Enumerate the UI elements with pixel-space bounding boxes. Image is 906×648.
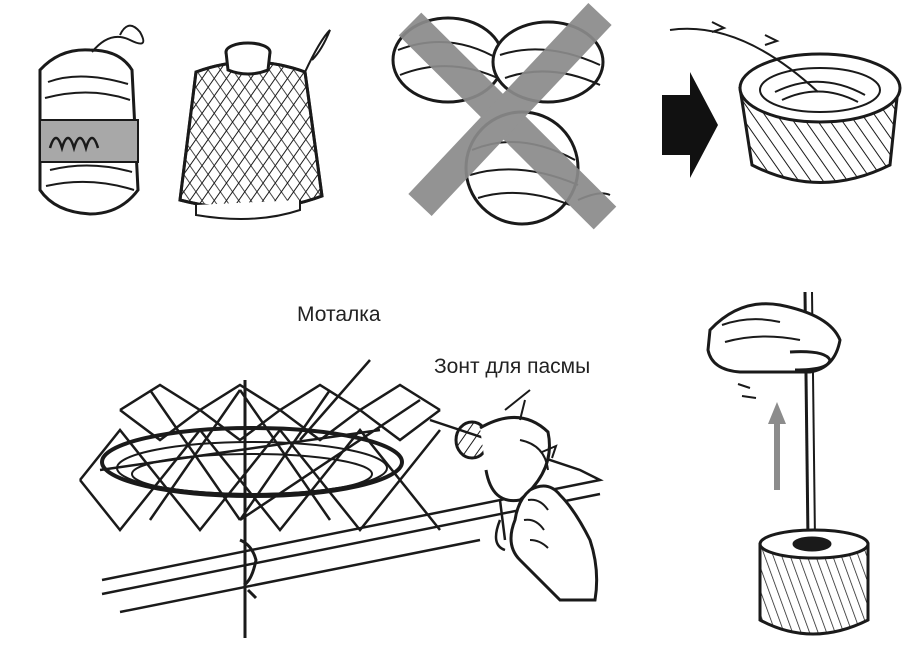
skein-swift-label: Зонт для пасмы <box>430 354 594 379</box>
skein-ball-with-band <box>40 26 143 214</box>
up-arrow-icon <box>768 402 786 490</box>
yarn-cone <box>180 30 330 219</box>
ball-winder-label: Моталка <box>293 302 385 327</box>
hand-turning-winder <box>511 486 597 600</box>
umbrella-swift <box>80 360 440 638</box>
right-arrow-icon <box>662 72 718 178</box>
center-pull-demo <box>708 292 868 634</box>
